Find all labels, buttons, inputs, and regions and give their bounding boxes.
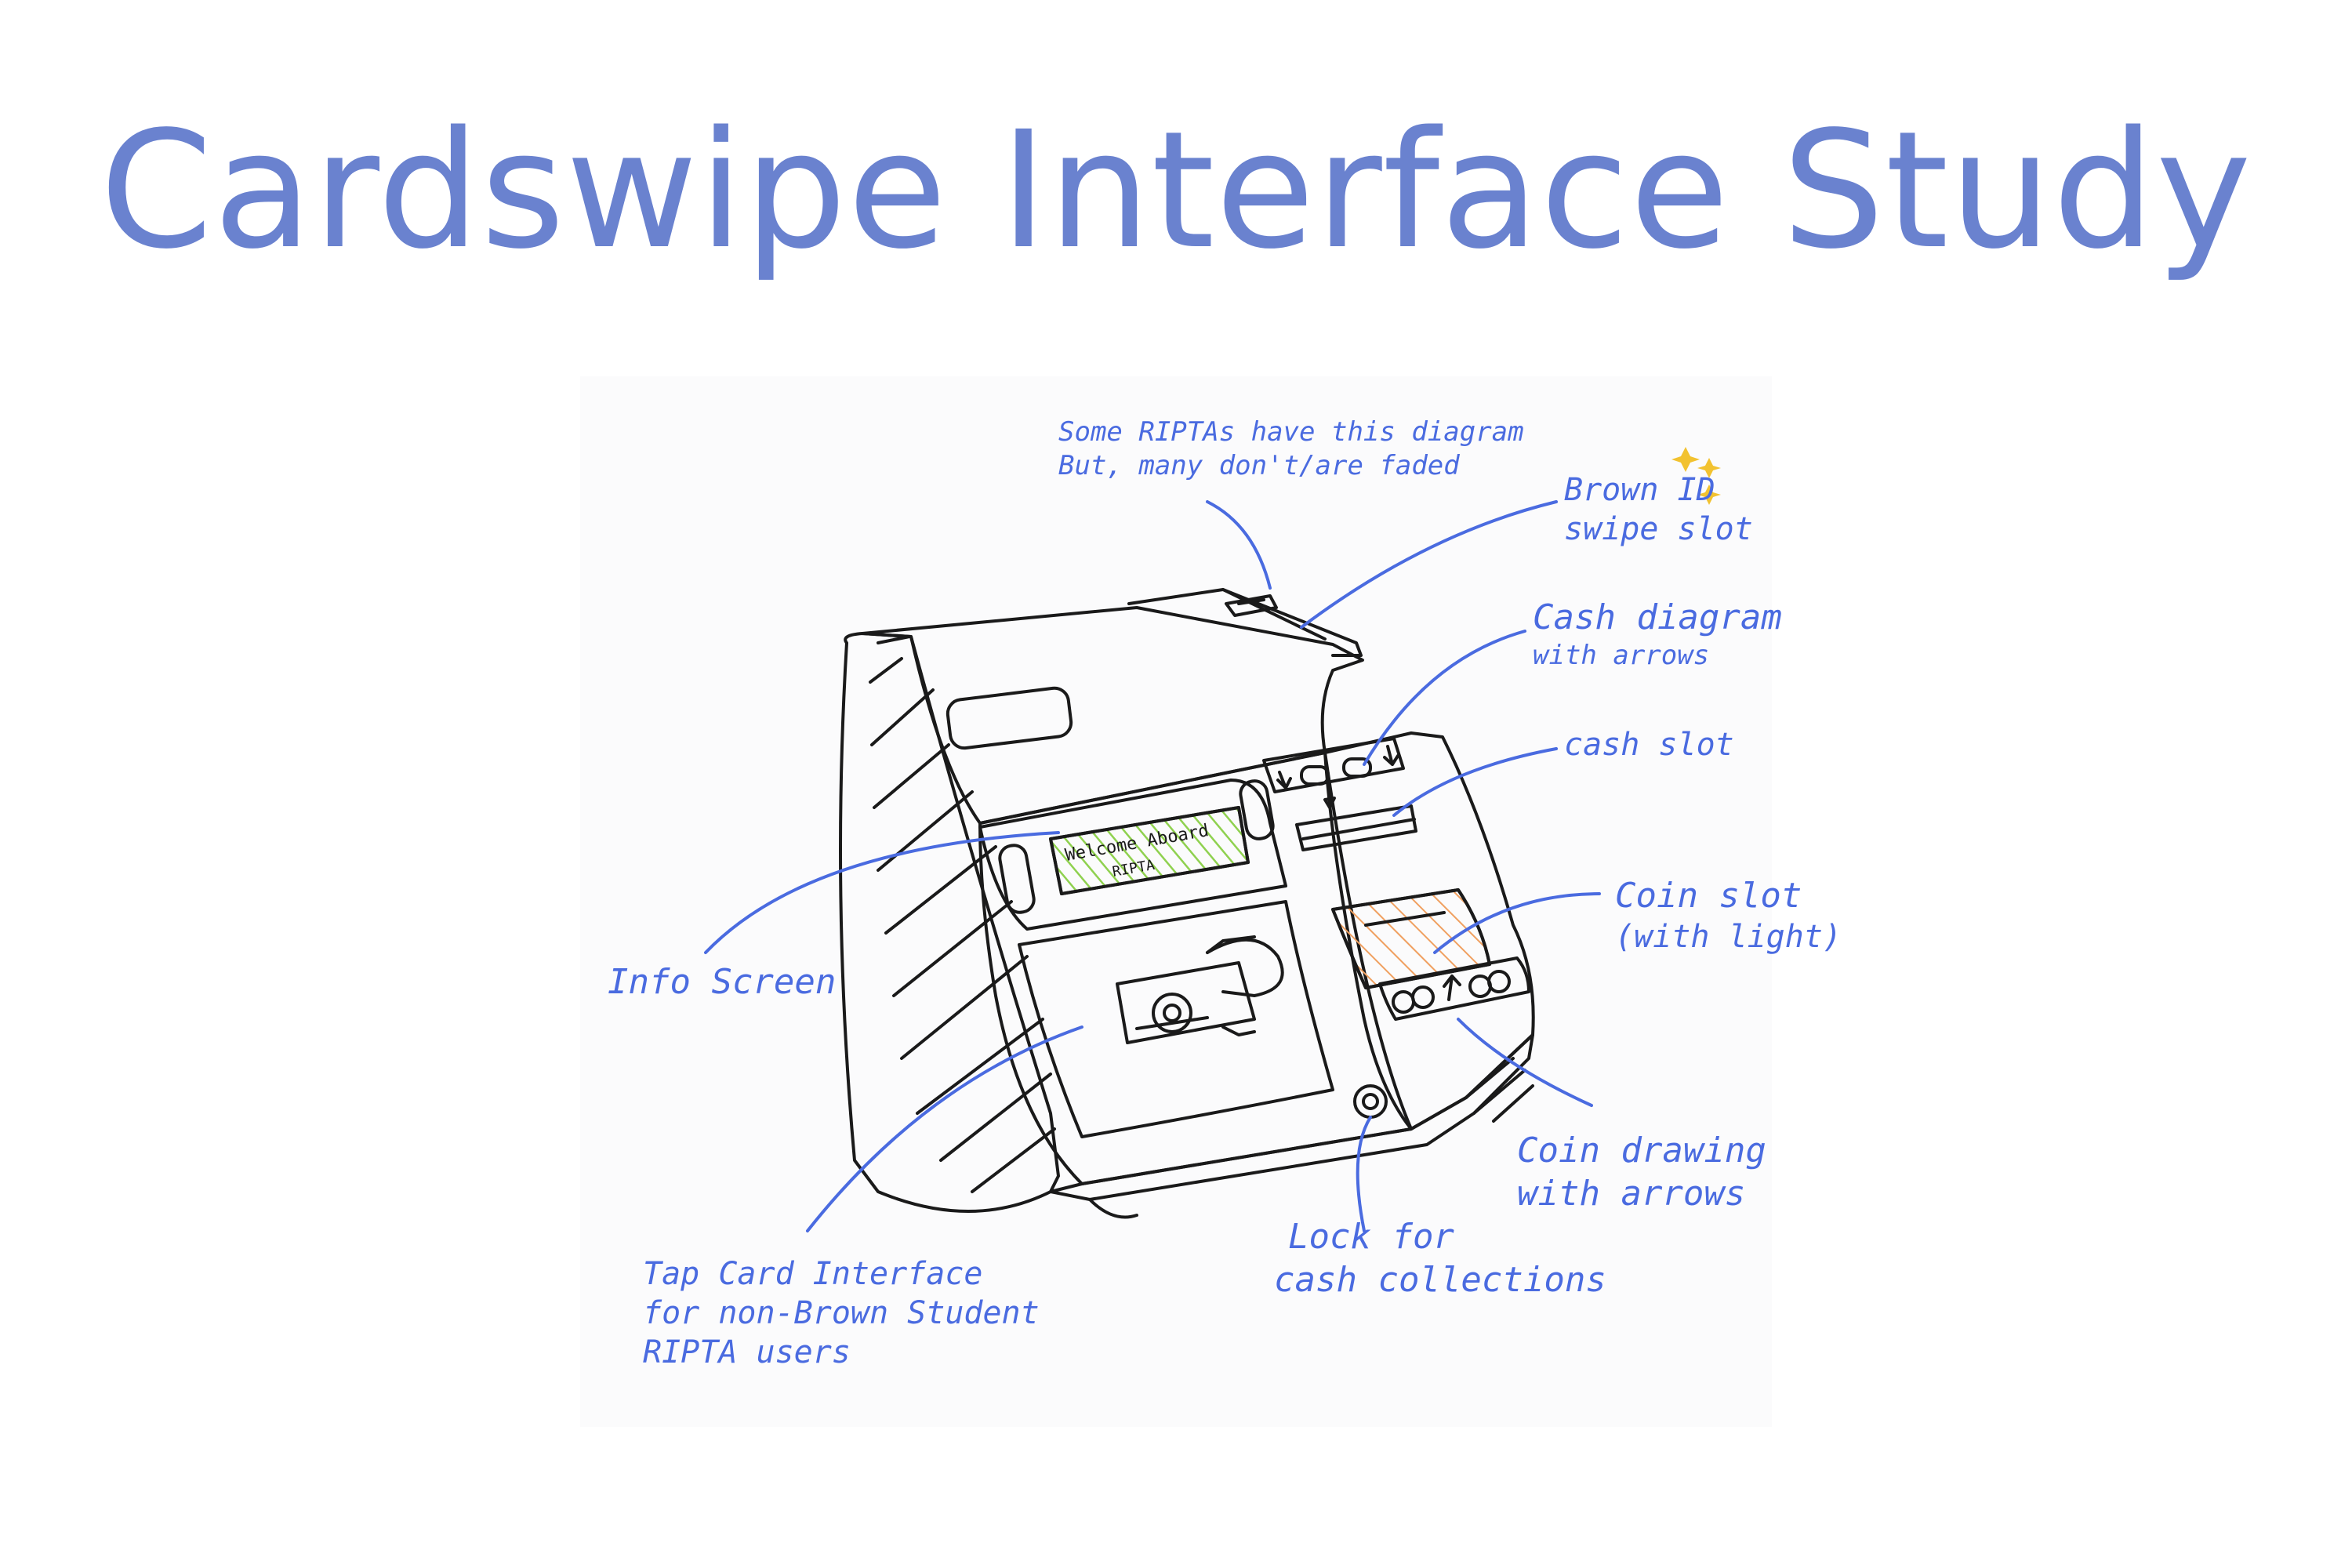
leader-brown-id [1300, 500, 1558, 629]
label-cash-diagram: Cash diagram with arrows [1533, 597, 1782, 671]
diagram-panel [580, 376, 1772, 1427]
leader-coin-drawing [1457, 1018, 1593, 1107]
leader-diagram-note [1206, 500, 1272, 590]
annotation-leaders [704, 500, 1601, 1232]
leader-cash-slot [1392, 747, 1558, 817]
page-title: Cardswipe Interface Study [100, 96, 2252, 285]
sparkle-icon [1671, 447, 1721, 505]
label-coin-drawing: Coin drawing with arrows [1517, 1131, 1766, 1214]
label-brown-id: Brown ID swipe slot [1564, 472, 1753, 547]
leader-tap-card [806, 1025, 1083, 1232]
label-lock: Lock for cash collections [1274, 1217, 1606, 1300]
label-coin-slot: Coin slot (with light) [1615, 876, 1842, 955]
label-info-screen: Info Screen [608, 962, 837, 1002]
leader-cash-diagram [1363, 630, 1526, 766]
label-tap-card: Tap Card Interface for non-Brown Student… [643, 1256, 1040, 1370]
label-diagram-note: Some RIPTAs have this diagram But, many … [1058, 416, 1524, 481]
label-cash-slot: cash slot [1564, 727, 1734, 763]
machine-right-column [1262, 731, 1535, 1131]
leader-lock [1356, 1116, 1372, 1232]
leader-coin-slot [1433, 892, 1601, 954]
machine-base [1049, 1033, 1534, 1219]
leader-info-screen [704, 831, 1060, 954]
